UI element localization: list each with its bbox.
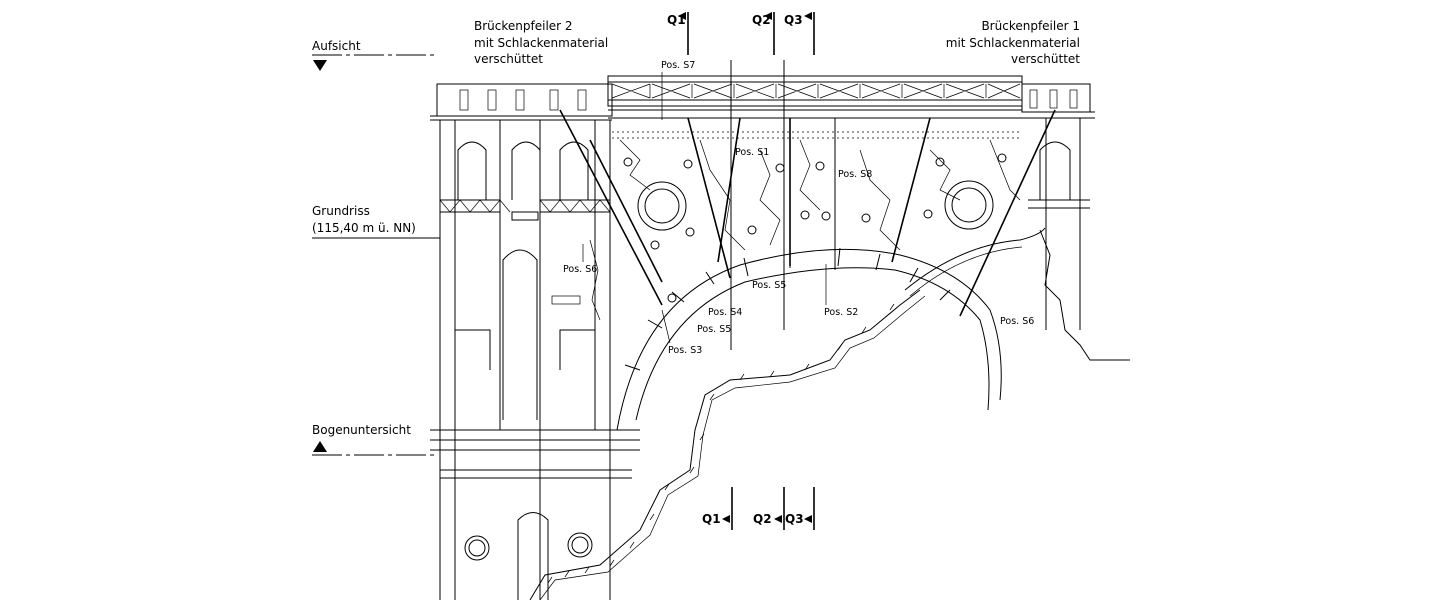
aufsicht-label: Aufsicht	[312, 39, 361, 53]
pier1-line2: mit Schlackenmaterial	[946, 36, 1080, 50]
foundation-outline	[529, 227, 1046, 600]
crack-pattern	[589, 139, 1021, 321]
bridge-deck	[607, 75, 1023, 139]
grundriss-label: Grundriss	[312, 204, 370, 218]
pos-s5-right-label: Pos. S5	[752, 280, 786, 291]
level-marker-grundriss: Grundriss (115,40 m ü. NN)	[312, 204, 440, 239]
section-q1-bottom: Q1	[702, 512, 721, 526]
pier2-caption: Brückenpfeiler 2 mit Schlackenmaterial v…	[474, 19, 608, 66]
level-marker-bogenuntersicht: Bogenuntersicht	[312, 423, 437, 456]
section-q3-top: Q3	[784, 13, 803, 27]
pos-s8-label: Pos. S8	[838, 169, 872, 180]
position-labels: Pos. S7 Pos. S1 Pos. S8 Pos. S6 Pos. S4 …	[563, 60, 1034, 356]
main-arch	[616, 247, 1002, 431]
grundriss-height-label: (115,40 m ü. NN)	[312, 221, 416, 235]
level-marker-aufsicht: Aufsicht	[312, 39, 437, 71]
pos-s6-right-label: Pos. S6	[1000, 316, 1034, 327]
pier2-line3: verschüttet	[474, 52, 543, 66]
section-q3-bottom: Q3	[785, 512, 804, 526]
section-markers-bottom: Q1 Q2 Q3	[702, 487, 815, 530]
section-q2-bottom: Q2	[753, 512, 772, 526]
pos-s4-label: Pos. S4	[708, 307, 742, 318]
pos-s2-label: Pos. S2	[824, 307, 858, 318]
section-q1-top: Q1	[667, 13, 686, 27]
pos-s1-label: Pos. S1	[735, 147, 769, 158]
measurement-lines	[559, 60, 1056, 350]
bolt-markers	[623, 153, 1007, 303]
pier-1-structure	[1021, 83, 1130, 361]
pos-s5-left-label: Pos. S5	[697, 324, 731, 335]
pos-s6-left-label: Pos. S6	[563, 264, 597, 275]
bogenuntersicht-label: Bogenuntersicht	[312, 423, 411, 437]
pier1-line3: verschüttet	[1011, 52, 1080, 66]
pier2-line2: mit Schlackenmaterial	[474, 36, 608, 50]
section-markers-top: Q1 Q2 Q3	[667, 12, 815, 55]
pier1-line1: Brückenpfeiler 1	[981, 19, 1080, 33]
pier1-caption: Brückenpfeiler 1 mit Schlackenmaterial v…	[946, 19, 1081, 66]
pier2-line1: Brückenpfeiler 2	[474, 19, 573, 33]
pier-2-structure	[430, 83, 640, 600]
pos-s3-label: Pos. S3	[668, 345, 702, 356]
section-q2-top: Q2	[752, 13, 771, 27]
pos-s7-label: Pos. S7	[661, 60, 695, 71]
spandrel-openings	[637, 180, 994, 231]
